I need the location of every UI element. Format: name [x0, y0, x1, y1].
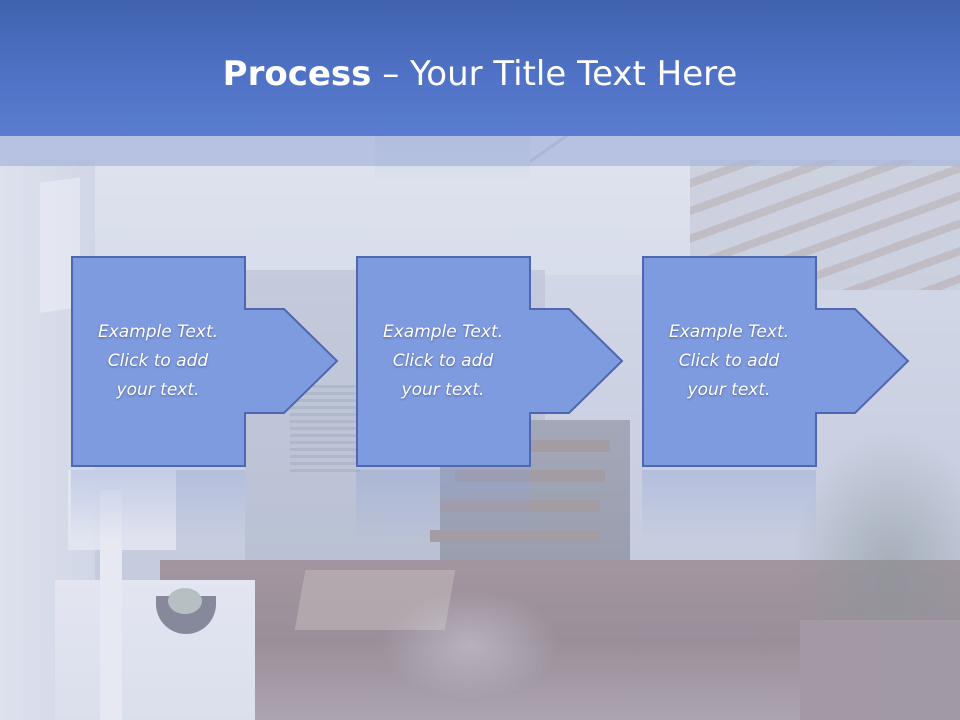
slide-title[interactable]: Process – Your Title Text Here — [0, 52, 960, 96]
step-reflection — [71, 470, 245, 540]
step-line-1: Example Text. — [668, 321, 790, 342]
title-separator: – — [382, 54, 400, 94]
step-line-1: Example Text. — [382, 321, 504, 342]
title-rest: Your Title Text Here — [410, 54, 738, 94]
title-bar-accent — [0, 136, 960, 166]
arrow-shape — [356, 256, 624, 467]
process-step-2[interactable]: Example Text. Click to add your text. — [356, 256, 636, 468]
arrow-shape — [71, 256, 339, 467]
step-line-2: Click to add — [392, 350, 494, 371]
step-text[interactable]: Example Text. Click to add your text. — [642, 256, 816, 466]
step-line-2: Click to add — [678, 350, 780, 371]
step-line-3: your text. — [116, 379, 200, 400]
step-text[interactable]: Example Text. Click to add your text. — [356, 256, 530, 466]
step-line-1: Example Text. — [97, 321, 219, 342]
step-line-3: your text. — [401, 379, 485, 400]
process-step-3[interactable]: Example Text. Click to add your text. — [642, 256, 922, 468]
step-text[interactable]: Example Text. Click to add your text. — [71, 256, 245, 466]
step-line-2: Click to add — [107, 350, 209, 371]
step-reflection — [356, 470, 530, 540]
step-line-3: your text. — [687, 379, 771, 400]
title-bar — [0, 0, 960, 136]
process-step-1[interactable]: Example Text. Click to add your text. — [71, 256, 351, 468]
step-reflection — [642, 470, 816, 540]
arrow-shape — [642, 256, 910, 467]
title-strong: Process — [222, 54, 372, 94]
